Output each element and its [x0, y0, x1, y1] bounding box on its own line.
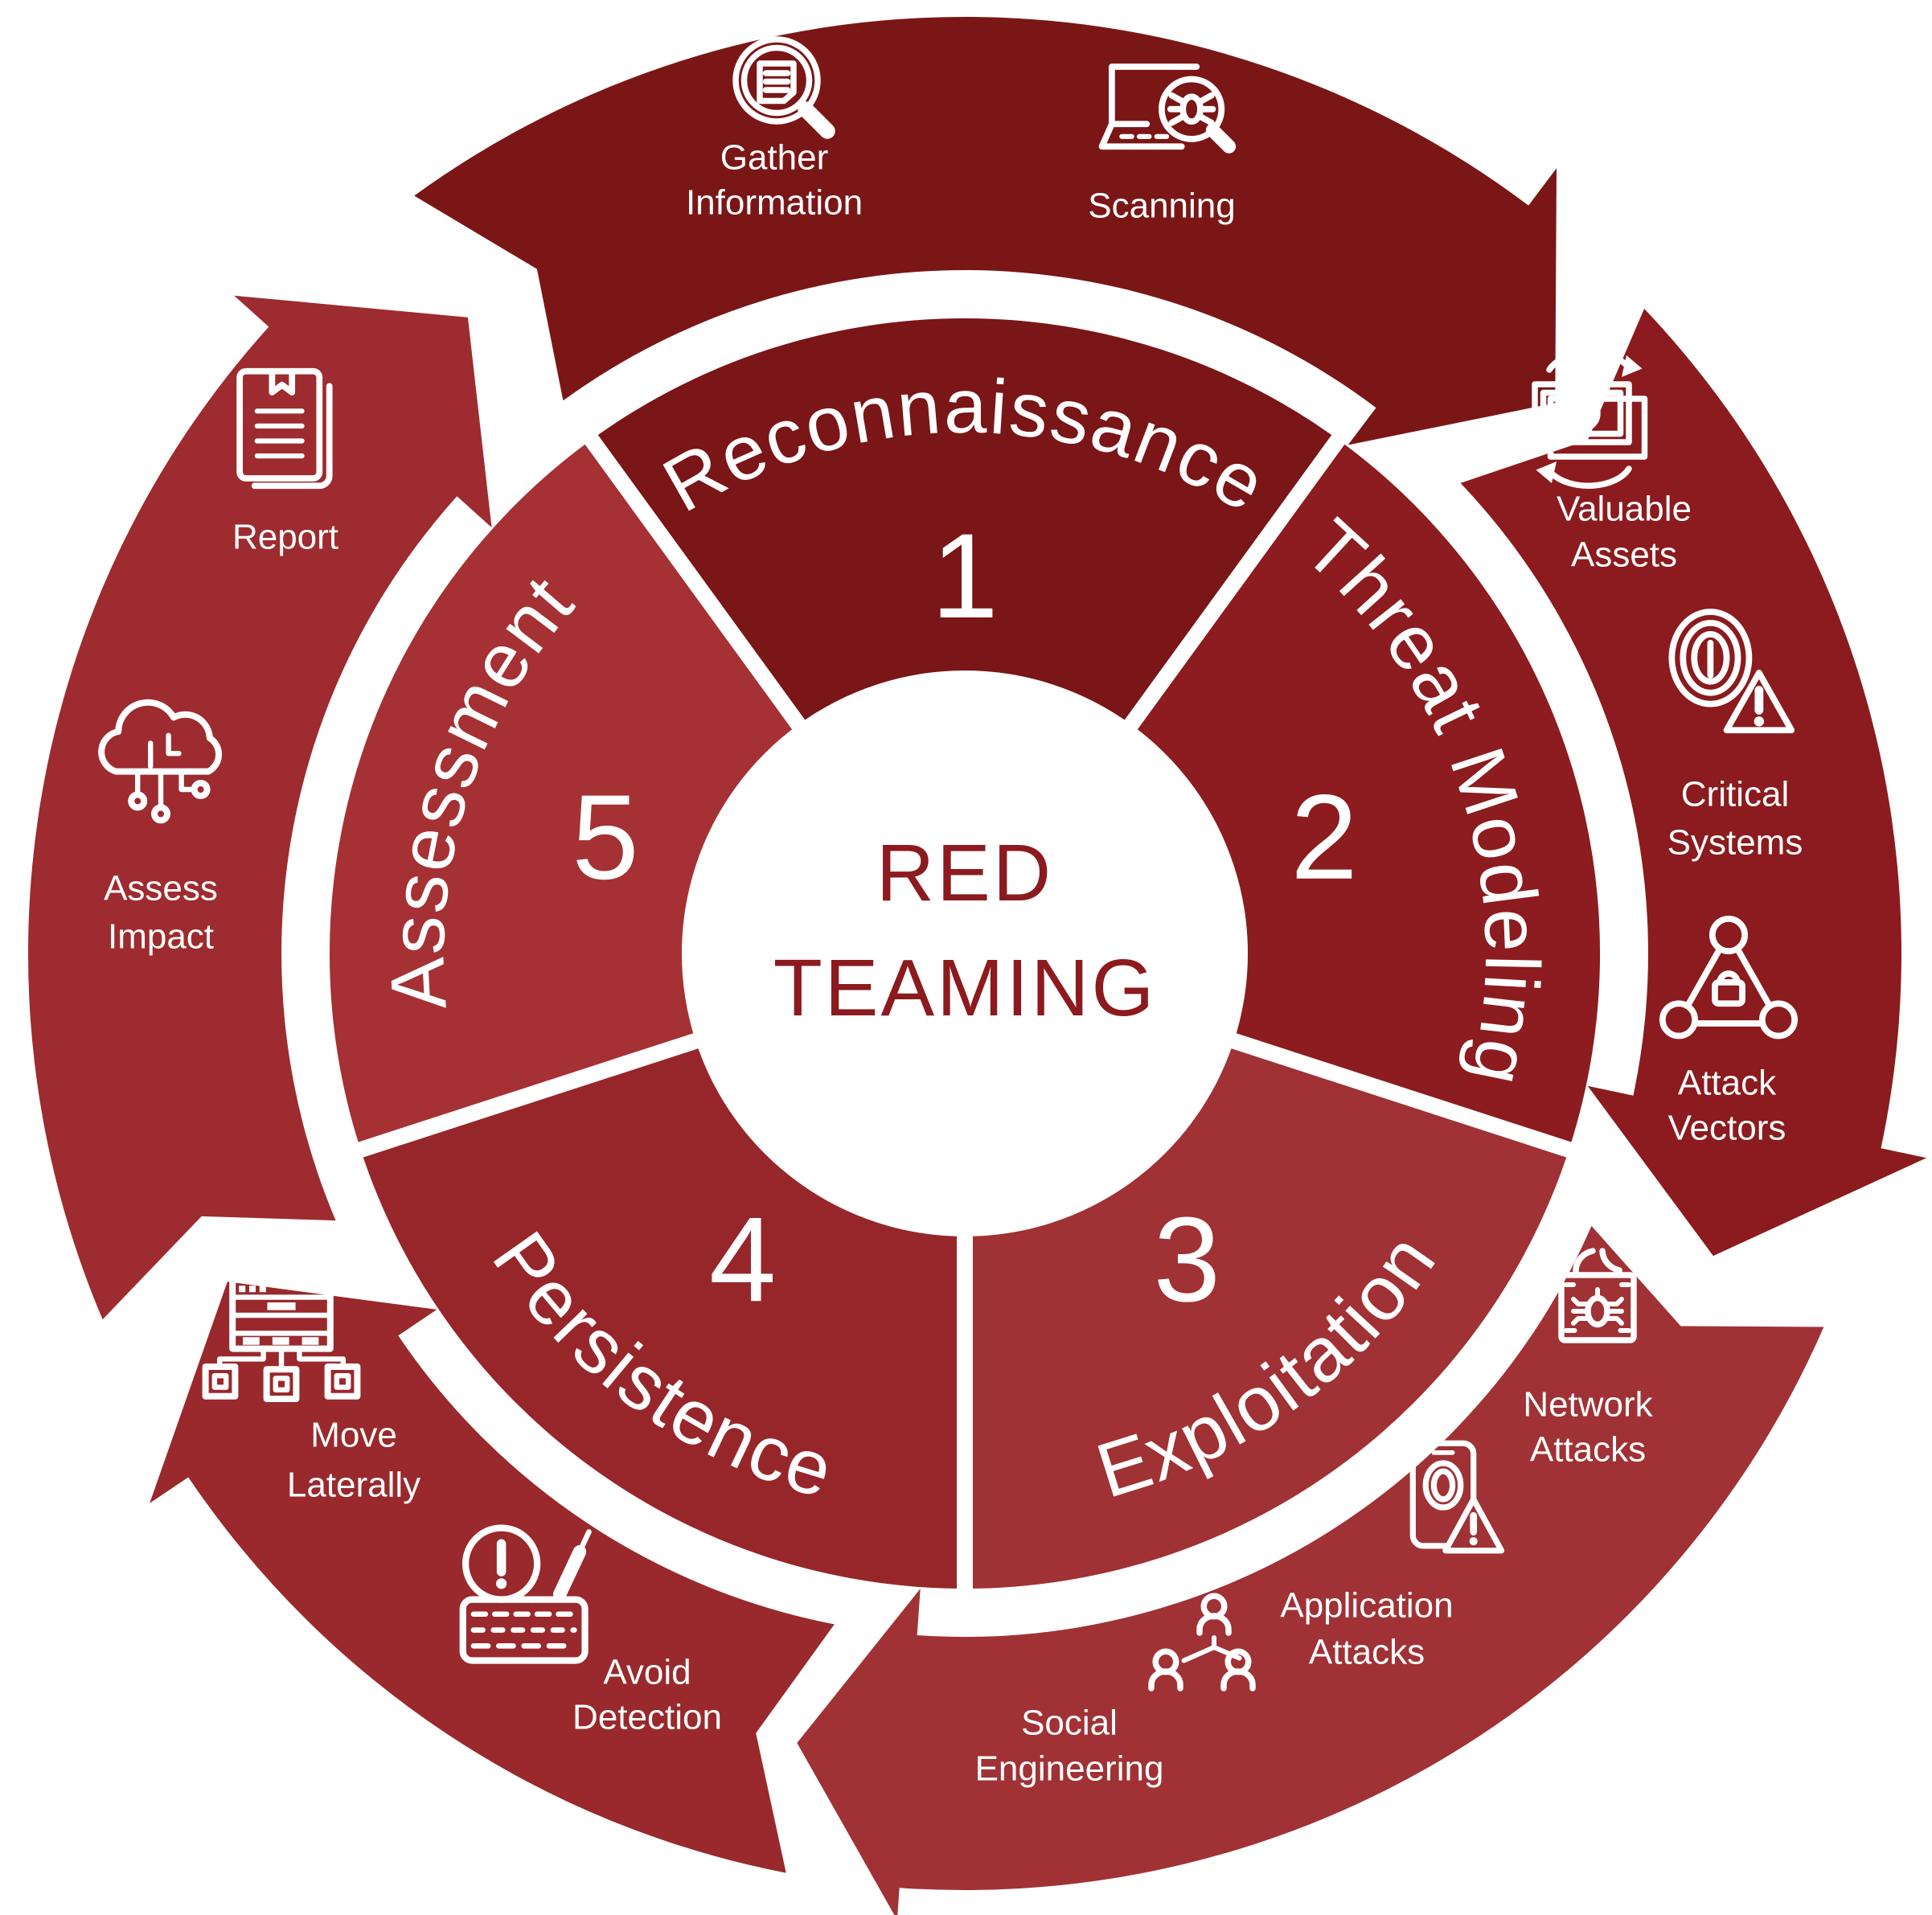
phase-number-3: 3 — [1154, 1191, 1220, 1327]
label-social: Social — [1021, 1704, 1118, 1743]
laptop-bug-scan-icon — [1098, 64, 1237, 154]
label-detection: Detection — [572, 1698, 722, 1737]
label-systems: Systems — [1667, 823, 1803, 863]
phase-number-2: 2 — [1290, 769, 1357, 904]
segment-threat-modeling — [1130, 439, 1601, 1150]
inner-ring — [329, 318, 1601, 1601]
outer-arrow-phase-5 — [28, 295, 492, 1320]
label-avoid: Avoid — [603, 1653, 691, 1692]
label-move: Move — [310, 1416, 397, 1455]
divider — [1207, 1025, 1583, 1162]
outer-arrow-phase-3 — [797, 1225, 1824, 1915]
label-app-attacks: Attacks — [1309, 1633, 1425, 1672]
segment-persistence — [360, 1040, 966, 1589]
outer-arrow-phase-4 — [150, 1281, 835, 1873]
label-net-attacks: Attacks — [1530, 1430, 1646, 1470]
label-impact: Impact — [108, 917, 214, 957]
label-scanning: Scanning — [1088, 187, 1235, 226]
divider — [957, 1211, 973, 1601]
label-assets: Assets — [1571, 535, 1677, 575]
label-assess: Assess — [104, 869, 218, 908]
activity-icons: $ — [98, 36, 1799, 1692]
label-vectors: Vectors — [1668, 1109, 1786, 1148]
segment-dividers — [347, 424, 1583, 1601]
center-title-line2: TEAMING — [773, 943, 1157, 1033]
network-lock-triangle-icon — [1659, 915, 1799, 1040]
divider — [1110, 424, 1352, 750]
outer-arrow-phase-1 — [414, 17, 1557, 445]
activity-labels: Gather Information Scanning Valuable Ass… — [104, 138, 1803, 1789]
label-valuable: Valuable — [1557, 490, 1692, 529]
circuit-padlock-bug-icon — [1558, 1248, 1637, 1343]
phase-numbers: 1 2 3 4 5 — [572, 508, 1357, 1327]
outer-arrow-phase-2 — [1460, 309, 1927, 1257]
divider — [577, 424, 820, 750]
dollar-glyph: $ — [1574, 399, 1589, 429]
label-attack: Attack — [1678, 1064, 1777, 1103]
divider — [347, 1025, 723, 1162]
money-cycle-icon: $ — [1532, 349, 1648, 490]
center-title: RED TEAMING — [773, 828, 1157, 1033]
segment-reconnaissance — [591, 318, 1339, 725]
label-report: Report — [232, 518, 338, 557]
phone-warning-icon — [1409, 1440, 1505, 1554]
phase-number-5: 5 — [572, 769, 638, 904]
cloud-circuit-icon — [98, 699, 223, 824]
segment-assessment — [329, 439, 799, 1150]
label-critical: Critical — [1681, 775, 1789, 814]
magnifier-document-icon — [732, 36, 835, 139]
label-information: Information — [686, 183, 863, 223]
fingerprint-warning-icon — [1668, 609, 1795, 734]
outer-ring — [28, 17, 1927, 1915]
label-laterally: Laterally — [287, 1466, 420, 1505]
phase-number-4: 4 — [709, 1191, 776, 1327]
label-application: Application — [1280, 1586, 1453, 1626]
people-hierarchy-icon — [1148, 1593, 1256, 1692]
server-nodes-icon — [202, 1276, 361, 1403]
clipboard-report-icon — [236, 367, 333, 490]
keyboard-alert-icon — [459, 1524, 592, 1664]
label-gather: Gather — [720, 138, 829, 178]
label-engineering: Engineering — [975, 1749, 1164, 1789]
segment-exploitation — [965, 1040, 1569, 1589]
label-network: Network — [1523, 1385, 1653, 1425]
phase-number-1: 1 — [931, 508, 998, 643]
center-title-line1: RED — [876, 828, 1053, 918]
